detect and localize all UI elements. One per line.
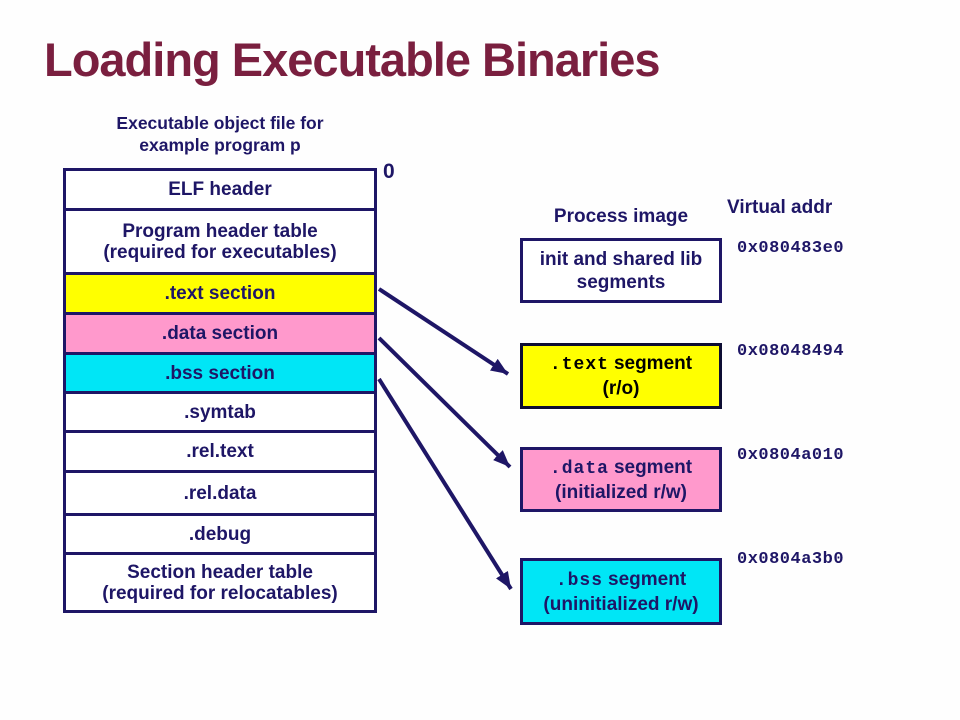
arrow-bss-section-to-bss-segment <box>377 377 513 591</box>
arrow-text-section-to-text-segment <box>377 287 510 376</box>
section-program-header-table: Program header table (required for execu… <box>66 211 374 275</box>
segment-mono-label: .text <box>549 355 609 375</box>
segment-mono-label: .data <box>549 458 609 479</box>
virtual-addr-heading: Virtual addr <box>727 197 833 218</box>
object-file-heading-line1: Executable object file for <box>116 113 324 133</box>
segment-sublabel: (initialized r/w) <box>555 481 687 503</box>
section-label: .rel.data <box>183 482 257 504</box>
section-bss: .bss section <box>66 355 374 394</box>
section-label: .debug <box>188 523 252 545</box>
segment-sublabel: (uninitialized r/w) <box>543 593 699 615</box>
segment-init-shared-lib: init and shared lib segments <box>520 238 722 303</box>
segment-mono-label: .bss <box>555 570 604 591</box>
segment-label: init and shared lib <box>540 248 703 271</box>
section-label: .bss section <box>165 362 275 384</box>
virtual-addr-bss: 0x0804a3b0 <box>737 550 845 569</box>
segment-title: init and shared lib <box>539 248 703 270</box>
segment-sublabel: segments <box>576 271 666 293</box>
section-label: .symtab <box>184 401 256 423</box>
section-sublabel: (required for executables) <box>103 241 337 263</box>
segment-title: segment <box>608 568 687 590</box>
section-label: Program header table <box>122 220 318 242</box>
section-label: .rel.text <box>186 441 254 462</box>
section-debug: .debug <box>66 516 374 555</box>
segment-title: segment <box>613 456 693 478</box>
section-sublabel: (required for relocatables) <box>102 582 338 604</box>
section-elf-header: ELF header <box>66 171 374 211</box>
section-label: Section header table <box>127 561 313 583</box>
object-file-heading: Executable object file for example progr… <box>55 112 385 156</box>
object-file-stack: ELF header Program header table (require… <box>63 168 377 613</box>
section-label: .text section <box>164 283 276 304</box>
offset-zero-label: 0 <box>383 160 395 183</box>
virtual-addr-text: 0x08048494 <box>737 342 845 361</box>
segment-title: segment <box>613 353 693 374</box>
section-label: .data section <box>161 323 279 344</box>
virtual-addr-init: 0x080483e0 <box>737 239 845 258</box>
slide-title: Loading Executable Binaries <box>44 33 661 86</box>
section-rel-data: .rel.data <box>66 473 374 516</box>
section-data: .data section <box>66 315 374 355</box>
virtual-addr-data: 0x0804a010 <box>737 446 845 465</box>
process-image-heading: Process image <box>553 206 689 227</box>
section-rel-text: .rel.text <box>66 433 374 473</box>
arrow-data-section-to-data-segment <box>377 336 512 469</box>
segment-sublabel: (r/o) <box>602 378 640 399</box>
section-label: ELF header <box>168 179 272 200</box>
section-header-table: Section header table (required for reloc… <box>66 555 374 610</box>
section-text: .text section <box>66 275 374 315</box>
section-symtab: .symtab <box>66 394 374 433</box>
object-file-heading-line2: example program p <box>139 135 301 155</box>
